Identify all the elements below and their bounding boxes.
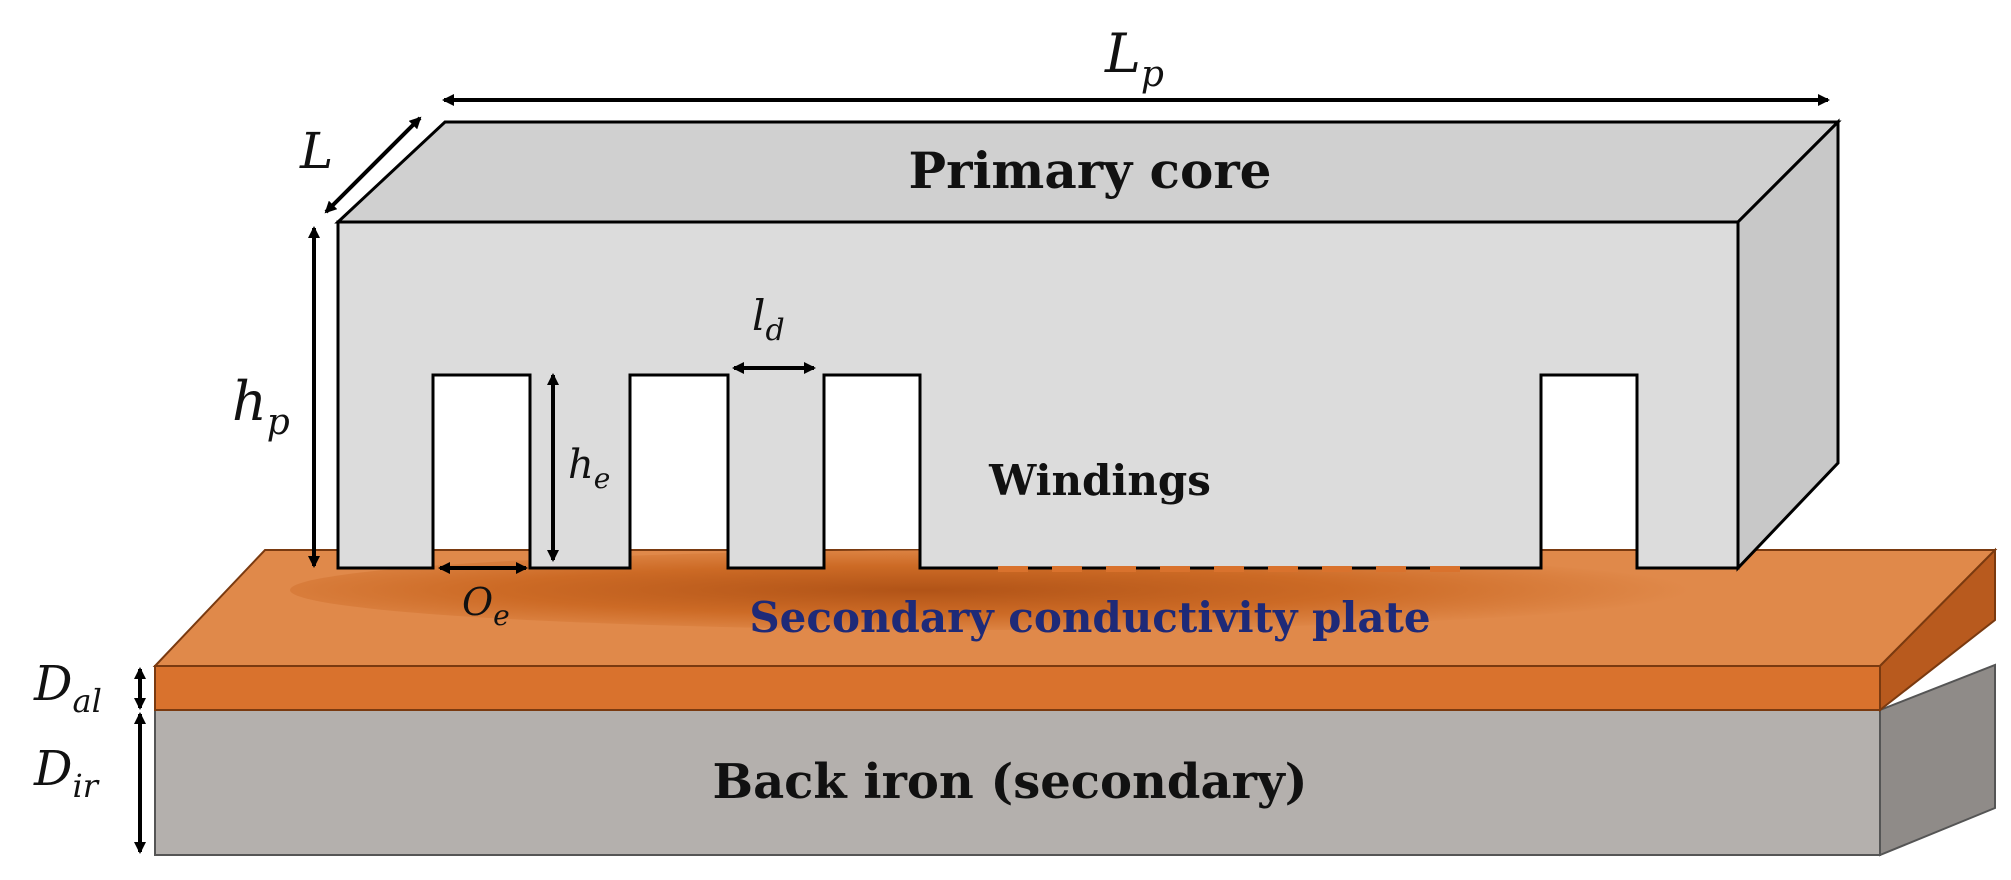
- windings-label: Windings: [988, 456, 1211, 505]
- dimension-arrows: [134, 94, 1830, 854]
- dir-label: Dir: [33, 741, 100, 805]
- he-label: he: [568, 442, 610, 495]
- primary-core-label: Primary core: [909, 141, 1272, 200]
- back-iron-label: Back iron (secondary): [713, 754, 1308, 810]
- ld-label: ld: [752, 291, 785, 348]
- dal-label: Dal: [33, 656, 102, 720]
- oe-label: Oe: [462, 580, 510, 632]
- back-iron-front-face: [154, 709, 1881, 856]
- secondary-plate-label: Secondary conductivity plate: [749, 593, 1430, 642]
- plate-front-face: [154, 665, 1881, 711]
- secondary-plate: [152, 547, 1998, 713]
- primary-core: [334, 118, 1842, 572]
- winding-traces: [998, 566, 1460, 572]
- l-label: L: [299, 122, 333, 180]
- lp-label: Lp: [1104, 22, 1164, 95]
- back-iron: [154, 663, 1996, 857]
- hp-label: hp: [232, 370, 290, 443]
- l-arrow: [324, 116, 422, 214]
- core-front-face: [336, 220, 1740, 570]
